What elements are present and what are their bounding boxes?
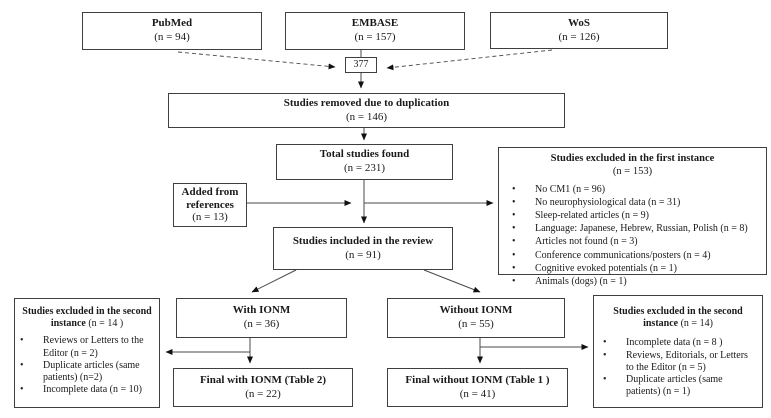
second-exclusion-right-box: Studies excluded in the second instance … <box>593 295 763 408</box>
box-title: Without IONM <box>439 304 513 317</box>
exclusion-item: Language: Japanese, Hebrew, Russian, Pol… <box>512 223 760 235</box>
with-ionm-box: With IONM (n = 36) <box>176 298 347 338</box>
box-title: Studies excluded in the second instance <box>613 306 743 330</box>
box-count: (n = 36) <box>243 318 280 330</box>
box-count: (n = 153) <box>612 165 653 177</box>
exclusion-item: Incomplete data (n = 10) <box>20 384 153 396</box>
without-ionm-box: Without IONM (n = 55) <box>387 298 565 338</box>
final-with-ionm-box: Final with IONM (Table 2) (n = 22) <box>173 368 353 407</box>
exclusion-list: No CM1 (n = 96) No neurophysiological da… <box>505 184 760 289</box>
exclusion-item: Cognitive evoked potentials (n = 1) <box>512 263 760 275</box>
box-count: (n = 126) <box>558 30 600 43</box>
exclusion-list: Reviews or Letters to the Editor (n = 2)… <box>20 335 153 396</box>
box-count: (n = 14) <box>680 318 713 330</box>
box-title: WoS <box>567 16 590 29</box>
included-box: Studies included in the review (n = 91) <box>273 227 453 270</box>
exclusion-item: Incomplete data (n = 8 ) <box>603 337 756 349</box>
box-title: Studies removed due to duplication <box>283 96 450 109</box>
box-title: Studies included in the review <box>292 234 434 247</box>
final-without-ionm-box: Final without IONM (Table 1 ) (n = 41) <box>387 368 568 407</box>
merge-count-box: 377 <box>345 57 377 73</box>
box-title: PubMed <box>151 17 193 30</box>
box-count: (n = 231) <box>343 162 386 174</box>
added-references-box: Added from references (n = 13) <box>173 183 247 227</box>
exclusion-item: Duplicate articles (same patients) (n=2) <box>20 360 153 384</box>
wos-box: WoS (n = 126) <box>490 12 668 49</box>
box-count: (n = 94) <box>154 31 190 43</box>
box-title: Studies excluded in the first instance <box>550 153 715 164</box>
exclusion-item: Conference communications/posters (n = 4… <box>512 250 760 262</box>
merge-count: 377 <box>353 59 369 70</box>
exclusion-item: Sleep-related articles (n = 9) <box>512 210 760 222</box>
box-title: Final with IONM (Table 2) <box>199 373 327 386</box>
box-count: (n = 22) <box>245 387 281 400</box>
box-title: Total studies found <box>319 148 410 161</box>
box-title: EMBASE <box>351 17 399 30</box>
duplication-box: Studies removed due to duplication (n = … <box>168 93 565 128</box>
first-exclusion-box: Studies excluded in the first instance (… <box>498 147 767 288</box>
box-title: Added from references <box>181 186 239 211</box>
box-title: Studies excluded in the second instance <box>22 306 152 330</box>
exclusion-item: Reviews or Letters to the Editor (n = 2) <box>20 335 153 359</box>
total-studies-box: Total studies found (n = 231) <box>276 144 453 180</box>
exclusion-item: No CM1 (n = 96) <box>512 184 760 196</box>
exclusion-item: Reviews, Editorials, or Letters to the E… <box>603 350 756 374</box>
pubmed-box: PubMed (n = 94) <box>82 12 262 50</box>
second-exclusion-left-box: Studies excluded in the second instance … <box>14 298 160 408</box>
exclusion-item: Animals (dogs) (n = 1) <box>512 276 760 288</box>
box-count: (n = 13) <box>192 211 228 224</box>
exclusion-item: Duplicate articles (same patients) (n = … <box>603 374 756 398</box>
box-title: With IONM <box>232 304 291 317</box>
box-count: (n = 157) <box>354 31 396 43</box>
box-title: Final without IONM (Table 1 ) <box>405 373 550 386</box>
box-count: (n = 14 ) <box>88 318 124 330</box>
box-count: (n = 41) <box>459 387 496 400</box>
box-count: (n = 91) <box>345 248 381 261</box>
exclusion-item: No neurophysiological data (n = 31) <box>512 197 760 209</box>
embase-box: EMBASE (n = 157) <box>285 12 465 50</box>
exclusion-list: Incomplete data (n = 8 ) Reviews, Editor… <box>600 337 756 398</box>
box-count: (n = 55) <box>458 318 494 330</box>
box-count: (n = 146) <box>345 110 388 123</box>
exclusion-item: Articles not found (n = 3) <box>512 236 760 248</box>
